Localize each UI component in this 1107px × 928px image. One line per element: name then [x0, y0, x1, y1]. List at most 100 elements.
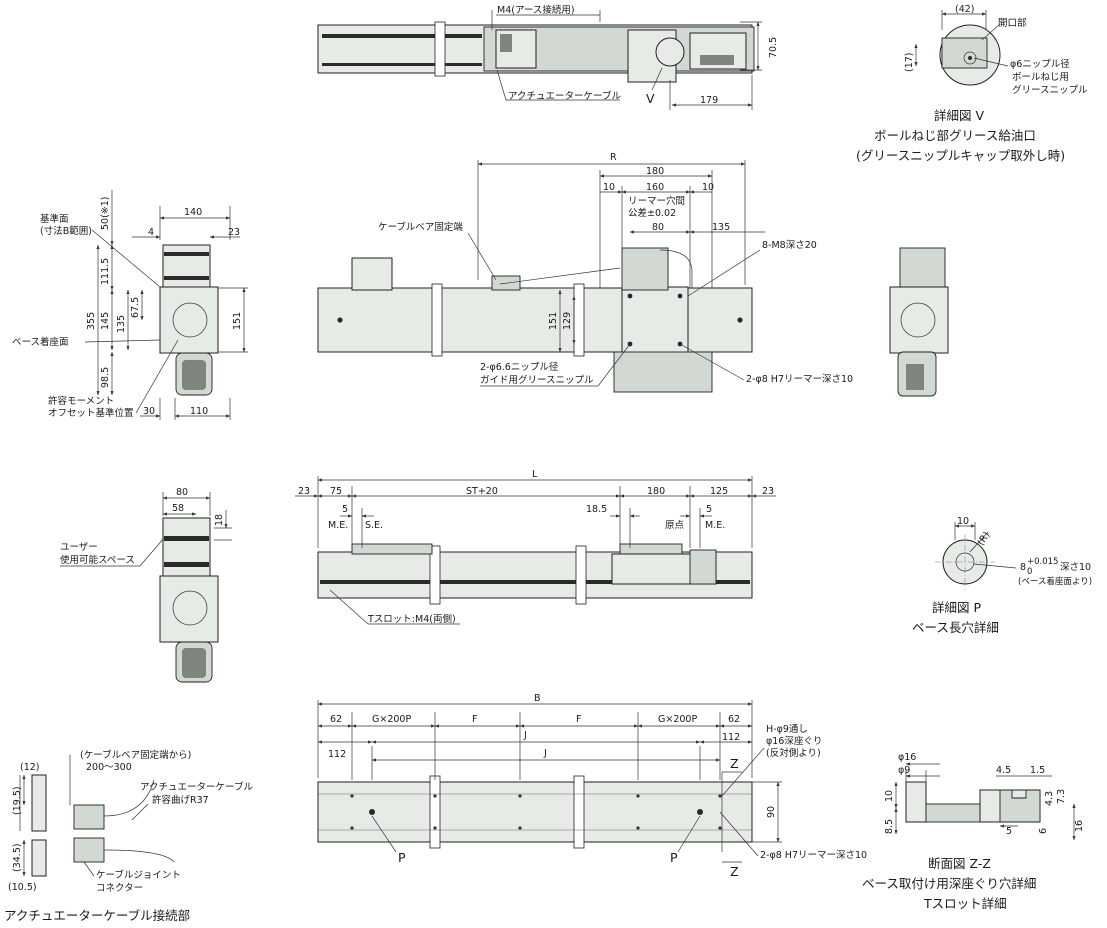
dim-23-side: 23	[228, 227, 240, 238]
nipple-label-3: グリースニップル	[1012, 84, 1088, 96]
dim-140: 140	[184, 207, 202, 218]
front-view: R 180 10 160 10 リーマー穴間 公差±0.02 80 135 8-…	[317, 152, 853, 393]
dim-67-5: 67.5	[130, 297, 141, 318]
connection-caption: アクチュエーターケーブル接続部	[4, 908, 190, 923]
dim-12: (12)	[20, 762, 40, 773]
reference-surface-sub: (寸法B範囲)	[40, 225, 92, 237]
section-zz: φ16 φ9 4.5 1.5 10 8.5 5 6 4.3 7.3 16 断面図…	[862, 752, 1085, 911]
dim-10-right: 10	[702, 182, 714, 193]
tolerance-upper: +0.015	[1027, 557, 1058, 567]
side-view: 140 4 23 50(※1) 111.5 355 145 135 67.5 1…	[12, 190, 248, 420]
dim-112-right: 112	[722, 732, 740, 743]
dim-19-5: (19.5)	[12, 786, 23, 815]
dim-70-5: 70.5	[768, 37, 779, 58]
dim-129: 129	[562, 312, 573, 330]
dim-18: 18	[214, 514, 225, 526]
dim-4-5: 4.5	[996, 765, 1011, 776]
dim-180-stroke: 180	[647, 486, 665, 497]
dim-355: 355	[86, 312, 97, 330]
dim-75: 75	[330, 486, 342, 497]
dim-1-5: 1.5	[1030, 765, 1045, 776]
dim-J-lower: J	[543, 748, 547, 759]
reamer-h7-label: 2-φ8 H7リーマー深さ10	[746, 374, 853, 385]
dim-L: L	[532, 469, 538, 480]
nipple-label-1: φ6ニップル径	[1010, 58, 1070, 70]
stroke-view: L 23 75 ST+20 180 125 23 5 M.E. S.E. 18.…	[295, 469, 776, 625]
dim-18-5: 18.5	[586, 504, 607, 515]
dim-10-5: (10.5)	[8, 882, 37, 893]
dim-6-zz: 6	[1038, 828, 1049, 834]
detail-v-caption-3: (グリースニップルキャップ取外し時)	[856, 148, 1065, 163]
depth-text: 深さ10	[1060, 562, 1091, 573]
right-side-view	[889, 247, 949, 397]
dim-110: 110	[190, 406, 208, 417]
reamer-pitch-label: リーマー穴間	[628, 195, 685, 207]
cable-fixed-end-label: ケーブルベア固定端	[378, 221, 463, 233]
detail-p-caption: 詳細図 P	[932, 600, 981, 615]
range-label-2: 200〜300	[86, 762, 132, 773]
nipple-label-2: ボールねじ用	[1012, 72, 1069, 83]
joint-label-2: コネクター	[96, 883, 143, 894]
dim-135-side: 135	[116, 315, 127, 333]
section-z-top: Z	[730, 756, 739, 771]
stroke-end-label: S.E.	[365, 520, 383, 531]
detail-v-caption: 詳細図 V	[934, 108, 984, 123]
dim-160: 160	[646, 182, 664, 193]
section-zz-caption-2: ベース取付け用深座ぐり穴詳細	[862, 876, 1036, 891]
dim-7-3: 7.3	[1056, 789, 1067, 804]
dim-5-right: 5	[706, 504, 712, 515]
dim-42: (42)	[955, 4, 975, 15]
dim-8-5: 8.5	[884, 819, 895, 834]
dim-st-20: ST+20	[466, 486, 498, 497]
dim-125: 125	[710, 486, 728, 497]
detail-p: 10 (R) 8 +0.015 0 深さ10 (ベース着座面より) 詳細図 P …	[912, 516, 1092, 635]
dim-180-front: 180	[646, 166, 664, 177]
bend-label-1: アクチュエーターケーブル	[140, 781, 253, 793]
section-zz-caption: 断面図 Z-Z	[928, 856, 991, 871]
dim-34-5: (34.5)	[12, 843, 23, 872]
dia-16: φ16	[898, 752, 916, 763]
g200p-right: G×200P	[658, 714, 697, 725]
user-space-label-2: 使用可能スペース	[60, 554, 135, 566]
dim-10-zz: 10	[884, 790, 895, 802]
dim-179: 179	[700, 95, 718, 106]
dim-5-left: 5	[342, 504, 348, 515]
dim-F-right: F	[576, 714, 581, 725]
t-slot-label: Tスロット:M4(両側)	[367, 613, 456, 625]
moment-label-1: 許容モーメント	[48, 395, 114, 407]
mounting-holes	[350, 794, 722, 830]
tolerance-lower: 0	[1027, 567, 1032, 577]
section-z-bottom: Z	[730, 864, 739, 879]
user-space-label-1: ユーザー	[60, 542, 98, 553]
bend-label-2: 許容曲げR37	[152, 794, 209, 806]
grease-nipple-label-2: ガイド用グリースニップル	[480, 374, 594, 386]
dim-145: 145	[100, 312, 111, 330]
depth-dim: 8	[1020, 562, 1026, 573]
dim-J-upper: J	[523, 730, 527, 741]
dim-10-left: 10	[603, 182, 615, 193]
dim-10-p: 10	[957, 516, 969, 527]
dia-9: φ9	[898, 765, 910, 776]
detail-v-caption-2: ボールねじ部グリース給油口	[874, 128, 1036, 143]
dim-135-front: 135	[712, 222, 730, 233]
detail-p-marker-right: P	[670, 850, 678, 865]
top-view: 70.5 M4(アース接続用) アクチュエーターケーブル V 179	[317, 4, 779, 110]
dim-112-left: 112	[328, 749, 346, 760]
dim-B: B	[534, 693, 541, 704]
dim-5-zz: 5	[1006, 826, 1012, 837]
g200p-left: G×200P	[372, 714, 411, 725]
h9-label-3: (反対側より)	[766, 747, 821, 759]
dim-17: (17)	[904, 52, 915, 72]
base-seat-label: ベース着座面	[12, 336, 69, 348]
mechanical-end-left: M.E.	[328, 520, 348, 531]
detail-p-caption-2: ベース長穴詳細	[912, 620, 999, 635]
dim-R: R	[610, 152, 617, 163]
reference-surface-label: 基準面	[40, 213, 69, 225]
h7-bottom-label: 2-φ8 H7リーマー深さ10	[760, 850, 867, 861]
dim-80-user: 80	[176, 487, 188, 498]
dim-4-3: 4.3	[1044, 791, 1055, 806]
moment-label-2: オフセット基準位置	[48, 407, 134, 419]
dim-80-front: 80	[652, 222, 664, 233]
section-zz-caption-3: Tスロット詳細	[923, 896, 1007, 911]
